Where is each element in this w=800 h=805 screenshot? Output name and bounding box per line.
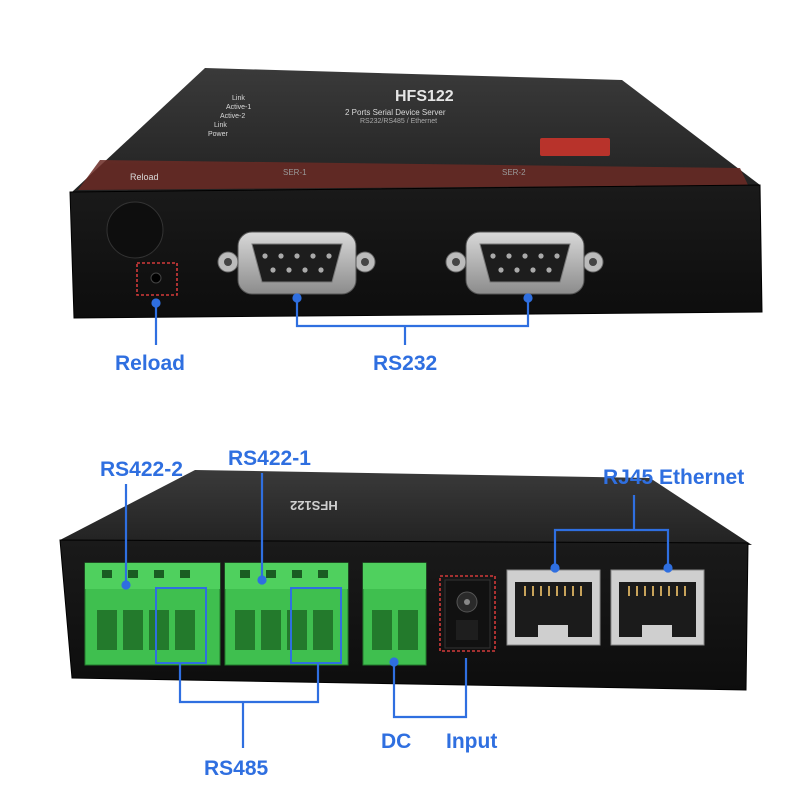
- dc-input-highlight-box: [439, 575, 496, 652]
- reload-pinhole[interactable]: [150, 272, 162, 284]
- top-device-subtitle-2: RS232/RS485 / Ethernet: [360, 118, 438, 125]
- callout-input: Input: [446, 730, 498, 753]
- top-device: [69, 68, 763, 319]
- brand-logo: [540, 138, 610, 156]
- top-device-model: HFS122: [395, 88, 454, 105]
- led-label-power: Power: [208, 131, 228, 138]
- callout-rs422-1: RS422-1: [228, 447, 311, 470]
- callout-rs232: RS232: [373, 352, 438, 375]
- top-device-lid: [72, 68, 760, 192]
- rj45-port-1[interactable]: [506, 569, 601, 646]
- reload-button[interactable]: [106, 201, 164, 259]
- port-label-ser-1: SER-1: [283, 168, 307, 177]
- bottom-device-model: HFS122: [290, 498, 338, 513]
- callout-dc: DC: [381, 730, 412, 753]
- led-label-link-2: Link: [214, 122, 227, 129]
- led-label-active-1: Active-1: [226, 104, 252, 111]
- top-device-red-stripe: [78, 160, 748, 190]
- device-reload-label: Reload: [130, 172, 159, 182]
- terminal-block-dc[interactable]: [362, 562, 427, 666]
- bottom-device-lid: [60, 470, 752, 545]
- db9-connector-2[interactable]: [445, 231, 604, 295]
- bottom-callout-lines: [121, 473, 673, 748]
- dc-barrel-jack[interactable]: [444, 579, 491, 649]
- callout-rs485: RS485: [204, 757, 269, 780]
- db9-connector-1[interactable]: [217, 231, 376, 295]
- led-label-active-2: Active-2: [220, 113, 246, 120]
- rj45-port-2[interactable]: [610, 569, 705, 646]
- top-device-subtitle: 2 Ports Serial Device Server: [345, 108, 446, 117]
- rs485-highlight-box-2: [290, 587, 342, 664]
- callout-rs422-2: RS422-2: [100, 458, 183, 481]
- reload-highlight-box: [136, 262, 178, 296]
- terminal-block-rs422-1[interactable]: [224, 562, 349, 666]
- callout-reload: Reload: [115, 352, 186, 375]
- bottom-device: [59, 470, 752, 691]
- callout-rj45-ethernet: RJ45 Ethernet: [603, 466, 745, 489]
- terminal-block-rs422-2[interactable]: [84, 562, 221, 666]
- top-callout-lines: [151, 293, 533, 345]
- port-label-ser-2: SER-2: [502, 168, 526, 177]
- top-device-front: [69, 184, 763, 319]
- led-label-link: Link: [232, 95, 245, 102]
